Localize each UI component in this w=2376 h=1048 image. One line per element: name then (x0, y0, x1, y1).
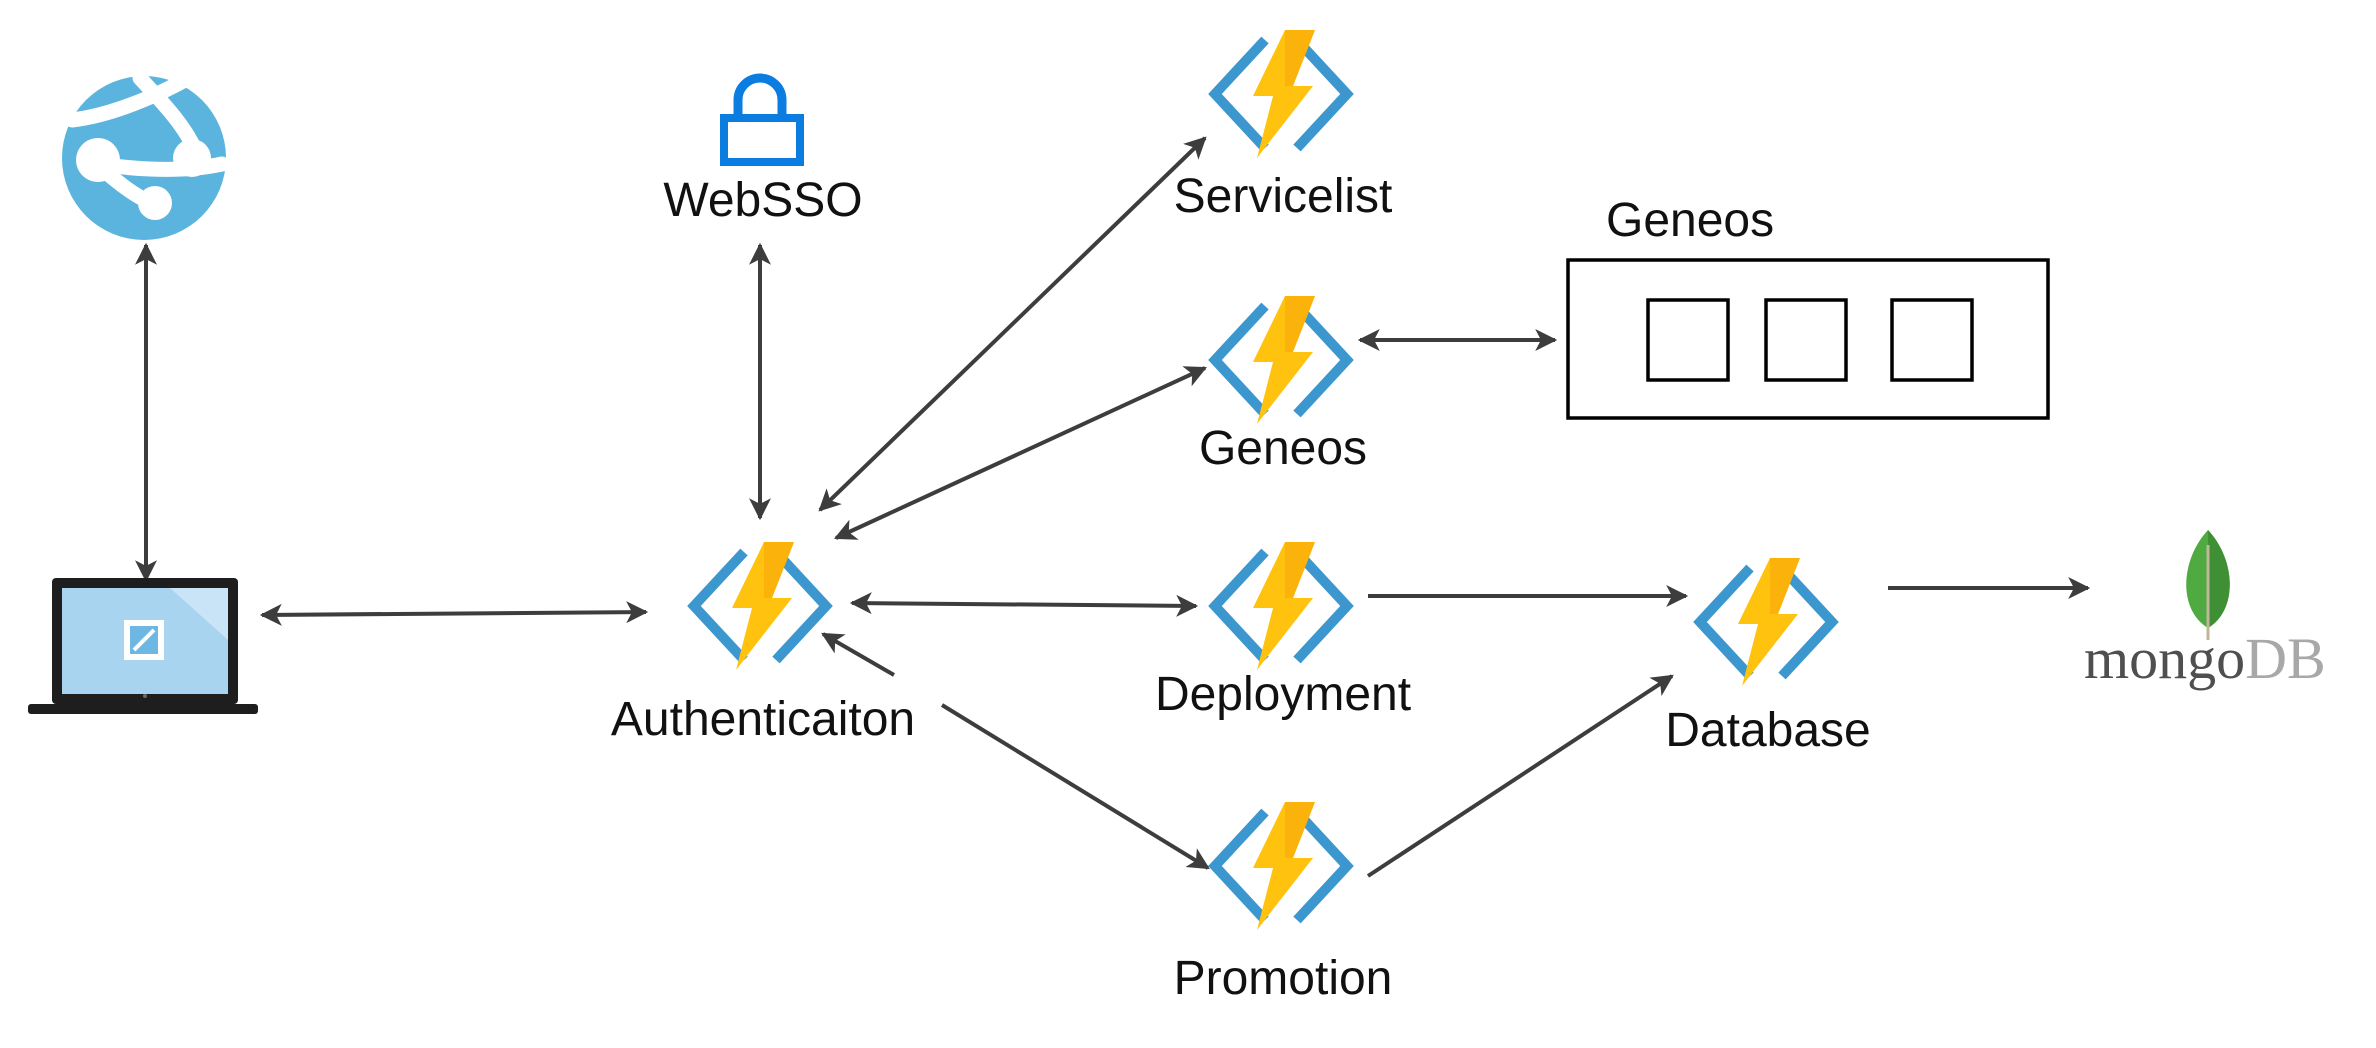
laptop-icon (28, 578, 258, 714)
deployment-function-icon (1215, 542, 1347, 670)
mongodb-leaf-icon (2186, 530, 2230, 640)
servicelist-label: Servicelist (1174, 170, 1393, 223)
database-label: Database (1665, 704, 1870, 757)
authentication-function-icon (694, 542, 826, 670)
web-app-globe-icon (62, 50, 230, 240)
edge-promotion-database (1366, 674, 1674, 878)
edge-authentication-deployment (849, 592, 1199, 617)
deployment-label: Deployment (1155, 668, 1411, 721)
websso-label: WebSSO (663, 174, 862, 227)
promotion-function-icon (1215, 802, 1347, 930)
mongodb-logo: mongoDB (2084, 626, 2326, 691)
mongodb-brand: mongo (2084, 626, 2245, 691)
geneos-function-icon (1215, 296, 1347, 424)
geneos-function-label: Geneos (1199, 422, 1367, 475)
geneos-group-label: Geneos (1606, 194, 1774, 247)
edge-authentication-servicelist (818, 136, 1207, 512)
edge-promotion-authentication (821, 632, 896, 677)
database-function-icon (1700, 558, 1832, 686)
geneos-box-2 (1764, 298, 1848, 382)
geneos-box-3 (1890, 298, 1974, 382)
servicelist-function-icon (1215, 30, 1347, 158)
geneos-container (1566, 258, 2050, 420)
mongodb-suffix: DB (2245, 626, 2326, 691)
geneos-box-1 (1646, 298, 1730, 382)
edge-authentication-promotion (940, 703, 1210, 870)
authentication-label: Authenticaiton (611, 693, 915, 746)
lock-icon (720, 73, 804, 166)
edge-laptop-authentication (259, 601, 649, 626)
edge-authentication-geneos (834, 366, 1207, 540)
promotion-label: Promotion (1174, 952, 1393, 1005)
